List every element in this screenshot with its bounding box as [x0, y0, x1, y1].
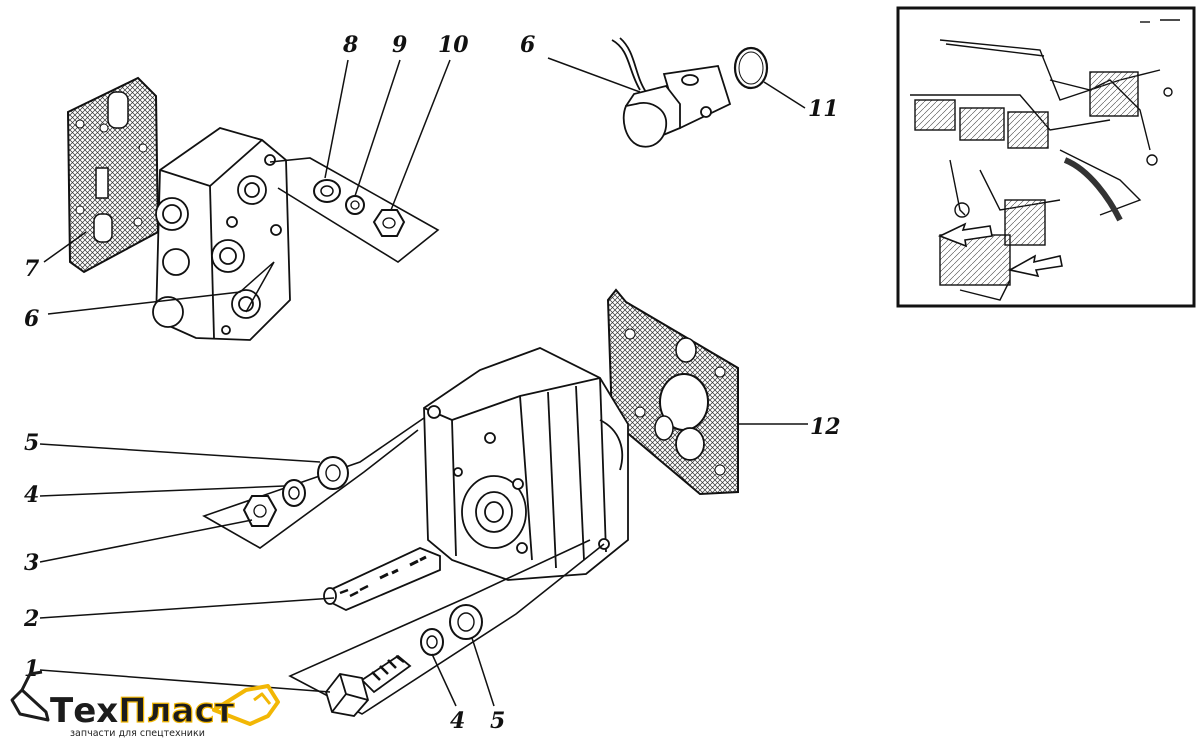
callout-3: 3	[24, 550, 39, 576]
excavator-arm-icon	[10, 670, 280, 726]
brand-tagline: запчасти для спецтехники	[70, 728, 205, 739]
callout-11: 11	[808, 96, 839, 122]
callout-8: 8	[342, 32, 358, 58]
inset-location-view	[896, 6, 1196, 308]
brand-name-part2: Пласт	[118, 691, 234, 731]
fastener-group-bottom	[288, 539, 605, 717]
nut-3	[242, 495, 278, 527]
callout-9: 9	[392, 32, 407, 58]
callout-5-bottom: 5	[490, 708, 505, 734]
callout-7: 7	[24, 256, 40, 282]
callout-6-left: 6	[24, 306, 39, 332]
bolt-1	[325, 654, 412, 717]
fastener-group-left	[202, 417, 425, 549]
washer-5-left	[317, 456, 349, 490]
pump-body	[423, 347, 629, 581]
washer-9	[345, 195, 365, 215]
brand-name: ТехПласт	[50, 691, 235, 731]
callout-6-top: 6	[520, 32, 535, 58]
callout-2: 2	[23, 606, 39, 632]
callout-4-bottom: 4	[450, 708, 465, 734]
callout-12: 12	[810, 414, 841, 440]
washer-5-bottom	[449, 604, 483, 640]
callout-5-left: 5	[24, 430, 39, 456]
solenoid-6	[611, 37, 732, 148]
nut-10	[372, 209, 406, 237]
washer-4-bottom	[420, 628, 444, 656]
fastener-group-top	[269, 59, 451, 263]
o-ring-11	[733, 46, 769, 90]
washer-4-left	[282, 479, 306, 507]
brand-logo: ТехПласт запчасти для спецтехники	[10, 670, 280, 739]
splined-shaft-2	[323, 547, 441, 611]
callout-4-left: 4	[24, 482, 39, 508]
gasket-7	[66, 76, 160, 274]
valve-body	[152, 127, 291, 341]
brand-name-part1: Тех	[50, 691, 118, 731]
callout-10: 10	[438, 32, 469, 58]
washer-8	[313, 179, 341, 203]
